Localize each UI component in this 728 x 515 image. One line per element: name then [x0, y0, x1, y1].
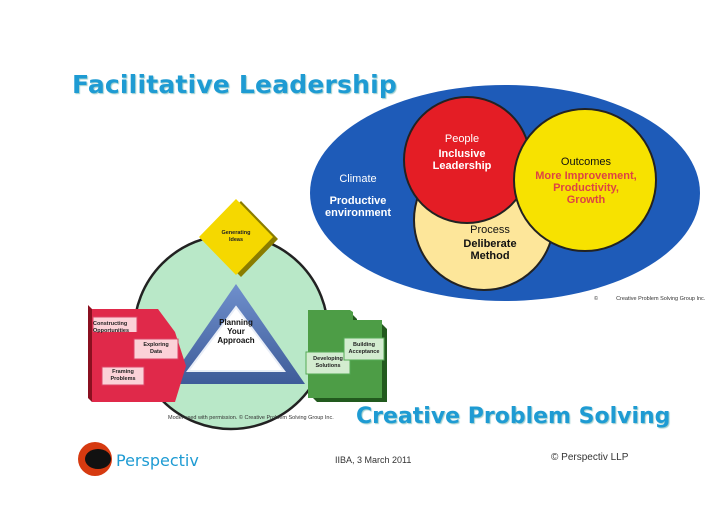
title-facilitative-leadership: Facilitative Leadership — [72, 70, 397, 99]
outcomes-line2: Productivity, — [553, 182, 619, 194]
constructing-shadow — [88, 305, 92, 402]
exploring-box — [133, 338, 179, 360]
planning-label: Planning Your Approach — [206, 318, 266, 345]
process-line2: Method — [470, 250, 510, 262]
constructing-label: Constructing Opportunities — [93, 321, 137, 335]
planning-line3: Approach — [217, 336, 255, 345]
exploring-label: Exploring Data — [134, 342, 178, 356]
title-creative-problem-solving: Creative Problem Solving — [356, 404, 671, 429]
developing-label: Developing Solutions — [306, 356, 350, 370]
building-line1: Building — [353, 342, 375, 348]
leadership-copyright-symbol: © — [594, 296, 599, 302]
brand-name: Perspectiv — [116, 451, 199, 470]
framing-line2: Problems — [110, 376, 136, 382]
footer-date: IIBA, 3 March 2011 — [335, 455, 412, 465]
process-heading: Process — [470, 224, 510, 236]
planning-triangle-inner — [186, 305, 286, 372]
building-label: Building Acceptance — [344, 342, 384, 356]
permission-note: Model used with permission. © Creative P… — [168, 415, 334, 421]
process-label: Process Deliberate Method — [450, 224, 530, 262]
framing-line1: Framing — [112, 369, 134, 375]
building-box — [343, 337, 385, 361]
people-heading: People — [444, 133, 480, 145]
developing-line1: Developing — [313, 356, 343, 362]
generating-label: Generating Ideas — [216, 230, 256, 244]
constructing-line2: Opportunities — [93, 328, 130, 334]
footer-copyright: © Perspectiv LLP — [551, 452, 629, 463]
generating-line2: Ideas — [228, 237, 244, 243]
outcomes-label: Outcomes More Improvement, Productivity,… — [526, 156, 646, 206]
climate-heading: Climate — [339, 173, 377, 185]
building-line2: Acceptance — [348, 349, 380, 355]
leadership-copyright-owner: Creative Problem Solving Group Inc. — [616, 296, 706, 302]
generating-diamond — [199, 199, 273, 275]
developing-box — [305, 351, 351, 375]
constructing-line1: Constructing — [93, 321, 128, 327]
exploring-line2: Data — [150, 349, 162, 355]
outcomes-line1: More Improvement, — [535, 170, 637, 182]
outcomes-line3: Growth — [566, 194, 606, 206]
people-label: People Inclusive Leadership — [432, 133, 492, 172]
framing-box — [101, 366, 145, 386]
climate-label: Climate Productive environment — [313, 173, 403, 219]
perspectiv-logo-core — [85, 449, 111, 469]
people-line1: Inclusive — [438, 148, 486, 160]
planning-line2: Your — [227, 327, 245, 336]
outcomes-heading: Outcomes — [560, 156, 612, 168]
generating-line1: Generating — [221, 230, 251, 236]
process-line1: Deliberate — [463, 238, 517, 250]
framing-label: Framing Problems — [102, 369, 144, 383]
leadership-copyright: © Creative Problem Solving Group Inc. — [594, 296, 705, 302]
exploring-line1: Exploring — [143, 342, 169, 348]
developing-line2: Solutions — [315, 363, 341, 369]
outcomes-circle — [513, 108, 657, 252]
climate-line2: environment — [324, 207, 391, 219]
planning-line1: Planning — [219, 318, 253, 327]
climate-line1: Productive — [329, 195, 387, 207]
people-line2: Leadership — [432, 160, 492, 172]
